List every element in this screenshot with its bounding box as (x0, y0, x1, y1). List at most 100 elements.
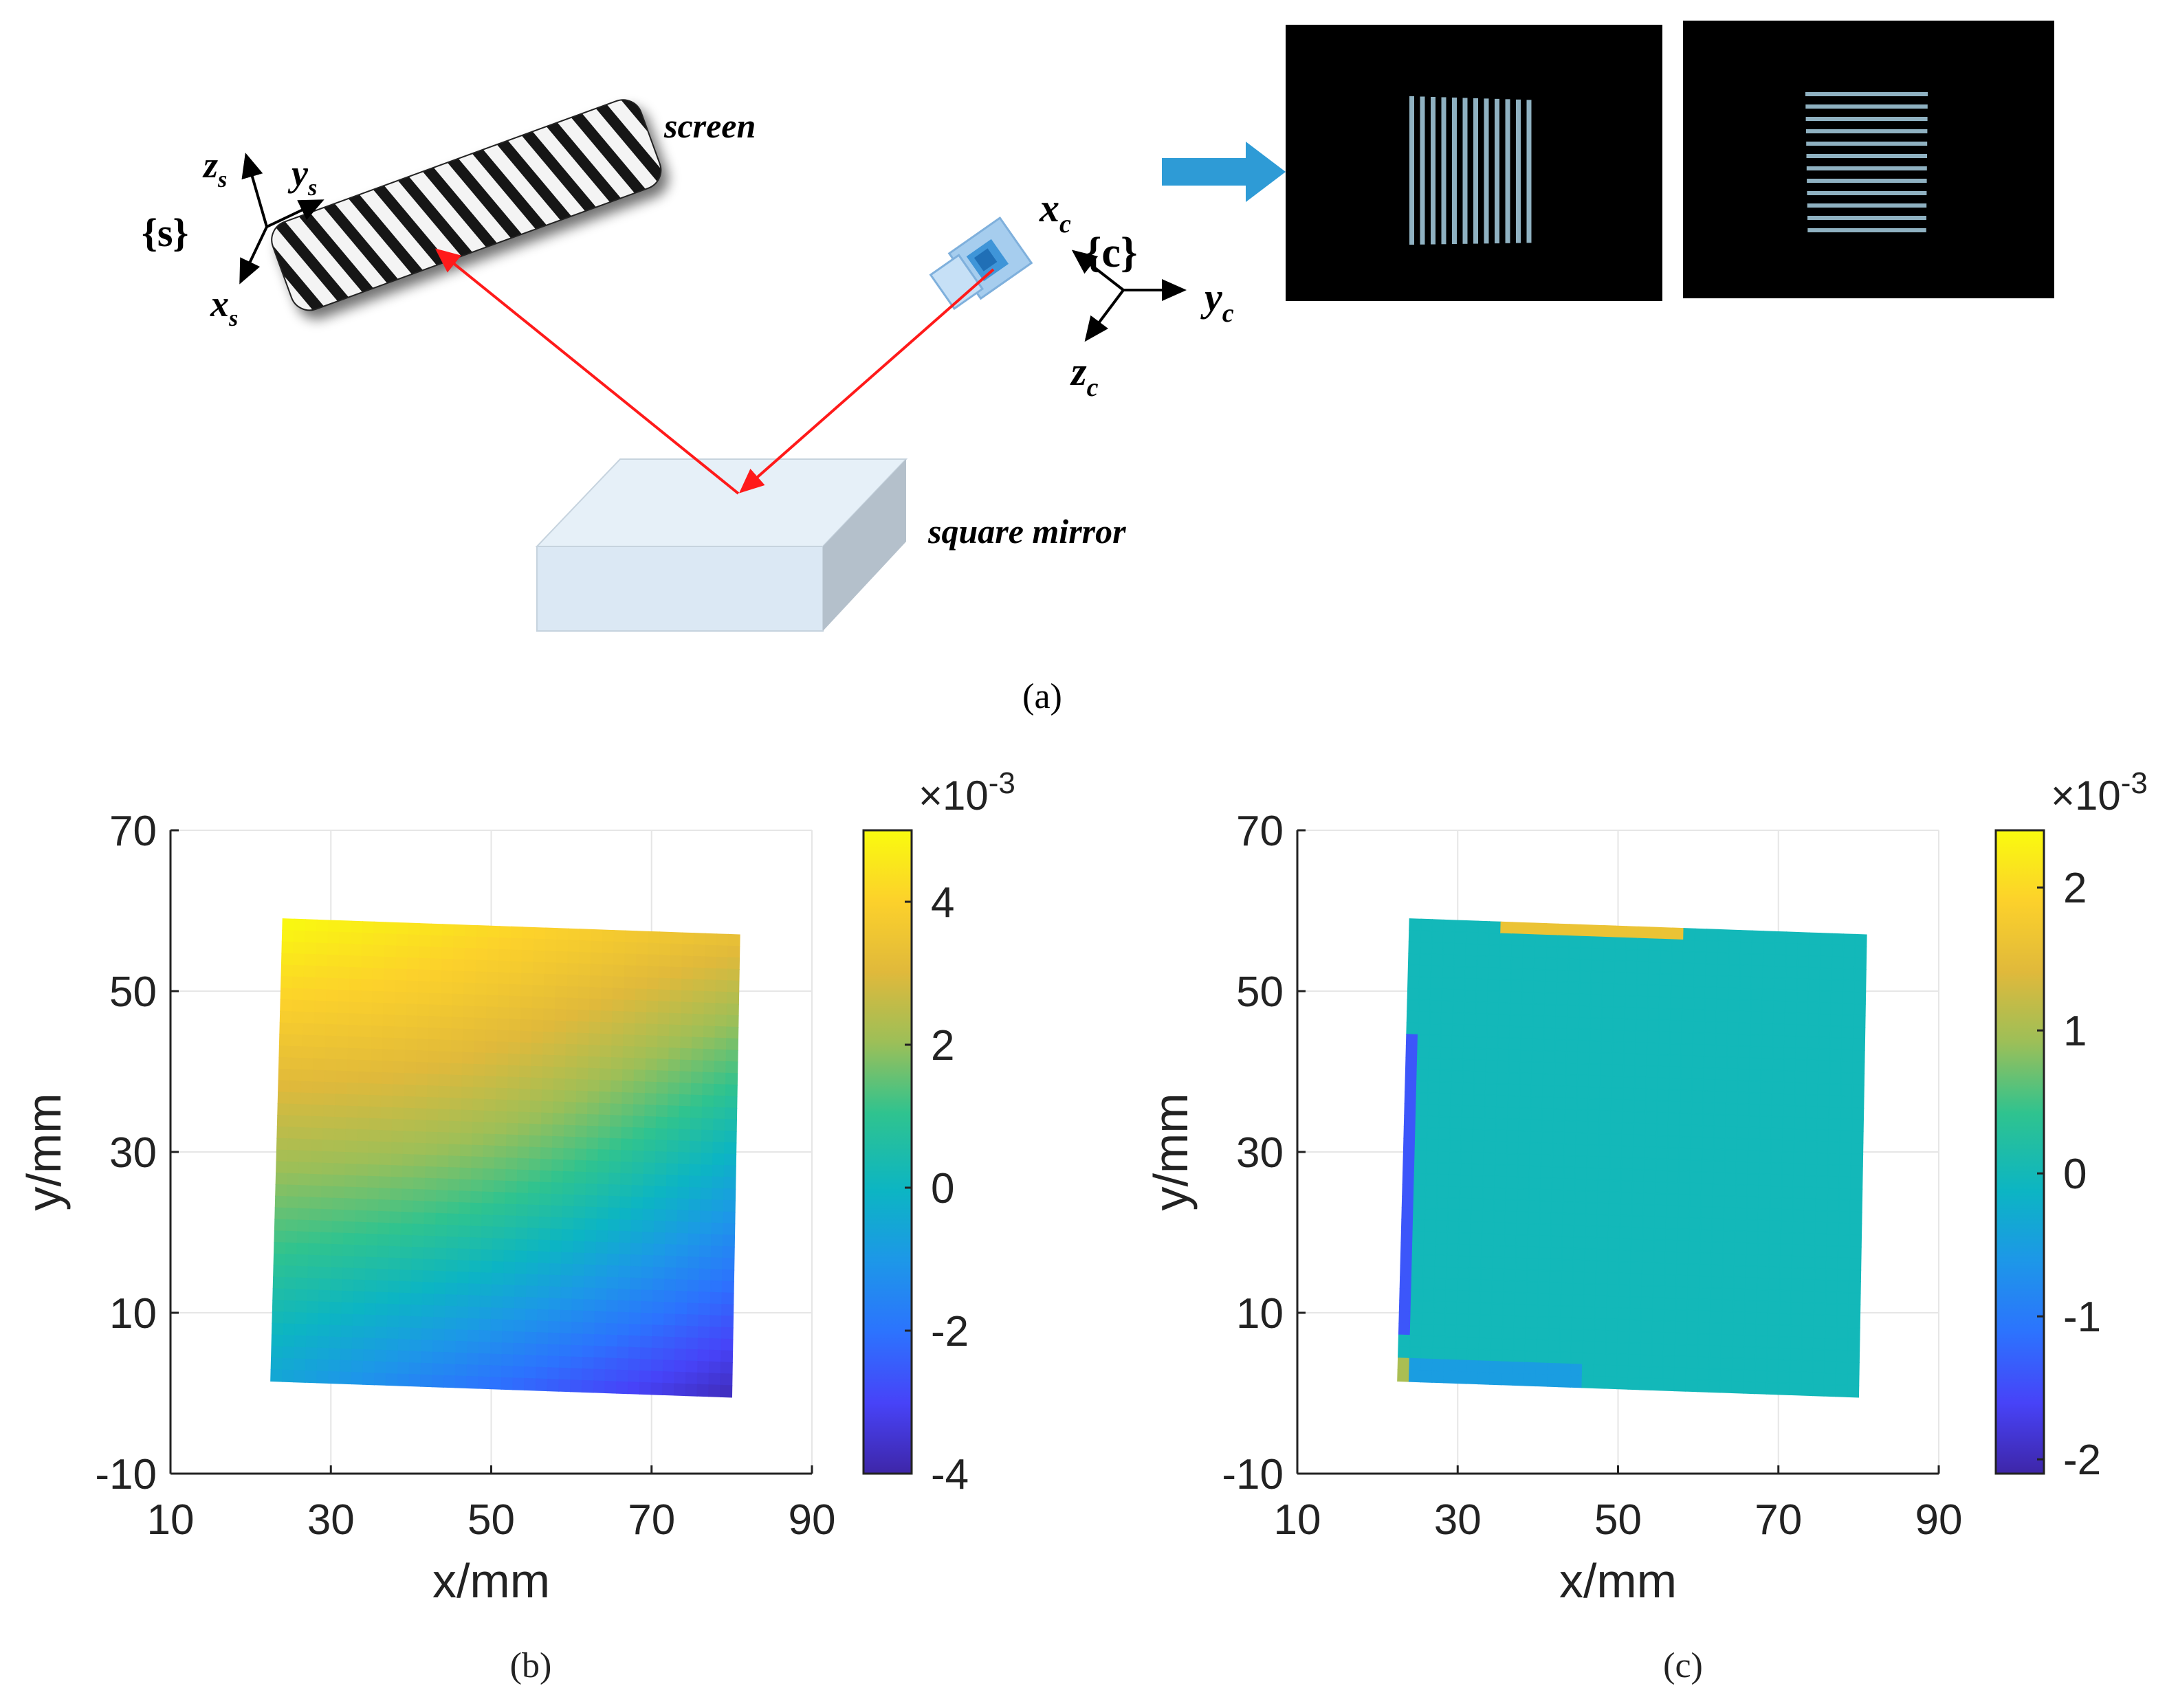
heatmap-cell (1572, 1294, 1585, 1307)
heatmap-cell (654, 1151, 668, 1164)
heatmap-cell (426, 1085, 440, 1098)
heatmap-cell (552, 1113, 565, 1126)
heatmap-cell (1446, 1255, 1459, 1268)
heatmap-cell (1628, 1354, 1641, 1367)
heatmap-cell (1824, 1349, 1837, 1362)
heatmap-cell (571, 1344, 584, 1358)
heatmap-cell (1539, 1212, 1552, 1225)
heatmap-cell (688, 1256, 701, 1269)
heatmap-cell (655, 1140, 668, 1153)
heatmap-cell (464, 936, 478, 949)
heatmap-cell (1434, 1254, 1448, 1268)
heatmap-cell (1589, 1040, 1602, 1054)
heatmap-cell (1827, 1141, 1841, 1155)
heatmap-cell (1738, 1010, 1752, 1024)
heatmap-cell (1748, 1115, 1761, 1129)
heatmap-cell (355, 1164, 369, 1177)
heatmap-cell (1466, 920, 1479, 933)
heatmap-cell (322, 1105, 336, 1118)
heatmap-cell (1716, 986, 1729, 1000)
heatmap-cell (628, 1335, 641, 1349)
heatmap-cell (702, 1083, 715, 1097)
heatmap-cell (1606, 1283, 1620, 1297)
heatmap-cell (1475, 1013, 1488, 1026)
heatmap-cell (280, 999, 293, 1012)
heatmap-cell (319, 1243, 333, 1256)
heatmap-cell (395, 945, 408, 959)
heatmap-cell (1653, 1250, 1666, 1264)
heatmap-cell (714, 1083, 727, 1097)
heatmap-cell (536, 1366, 549, 1380)
heatmap-cell (1652, 1285, 1666, 1298)
heatmap-cell (395, 991, 408, 1005)
heatmap-cell (443, 1340, 457, 1353)
heatmap-cell (448, 1178, 461, 1192)
heatmap-cell (454, 1364, 468, 1377)
heatmap-cell (470, 1179, 483, 1193)
heatmap-cell (1424, 1219, 1437, 1233)
heatmap-cell (1768, 1266, 1781, 1280)
heatmap-cell (468, 1272, 481, 1285)
heatmap-cell (322, 1128, 336, 1141)
heatmap-cell (287, 1161, 300, 1175)
heatmap-cell (669, 990, 683, 1003)
heatmap-cell (1781, 1151, 1794, 1164)
heatmap-cell (1816, 1175, 1829, 1188)
heatmap-cell (396, 922, 409, 935)
heatmap-cell (1815, 1210, 1828, 1223)
heatmap-cell (1628, 1342, 1641, 1355)
heatmap-cell (369, 1083, 382, 1096)
heatmap-cell (283, 1311, 296, 1325)
heatmap-cell (392, 1107, 405, 1120)
heatmap-cell (1761, 1034, 1774, 1048)
heatmap-cell (1507, 1107, 1520, 1120)
heatmap-cell (1772, 1058, 1785, 1072)
heatmap-cell (1849, 1234, 1862, 1247)
heatmap-cell (1835, 1384, 1848, 1397)
heatmap-cell (1636, 995, 1649, 1009)
heatmap-cell (1462, 1094, 1475, 1107)
heatmap-cell (1521, 1003, 1534, 1017)
heatmap-cell (1419, 942, 1433, 955)
heatmap-cell (517, 1135, 531, 1148)
heatmap-cell (595, 1265, 608, 1278)
heatmap-cell (1511, 944, 1524, 958)
heatmap-cell (322, 1139, 336, 1153)
heatmap-cell (1489, 1360, 1503, 1374)
heatmap-cell (437, 1132, 450, 1145)
heatmap-cell (688, 1233, 701, 1247)
heatmap-cell (1530, 1084, 1543, 1098)
heatmap-cell (1717, 929, 1730, 942)
heatmap-cell (1712, 1195, 1725, 1208)
heatmap-cell (525, 1331, 538, 1345)
heatmap-cell (1634, 1065, 1647, 1078)
heatmap-cell (1495, 1106, 1508, 1120)
heatmap-cell (686, 1314, 699, 1327)
heatmap-cell (423, 1258, 436, 1272)
heatmap-cell (720, 1362, 733, 1375)
heatmap-cell (346, 1071, 360, 1084)
heatmap-cell (1772, 1069, 1785, 1083)
heatmap-cell (481, 1215, 494, 1228)
heatmap-cell (288, 1115, 301, 1129)
heatmap-cell (636, 931, 649, 944)
heatmap-cell (1666, 1170, 1680, 1184)
heatmap-cell (609, 1126, 622, 1140)
heatmap-cell (383, 991, 396, 1004)
heatmap-cell (528, 1181, 541, 1195)
heatmap-cell (1540, 1154, 1554, 1168)
heatmap-cell (704, 956, 717, 970)
heatmap-cell (1486, 1001, 1499, 1015)
heatmap-cell (1633, 1111, 1647, 1124)
heatmap-cell (428, 1039, 441, 1052)
heatmap-cell (1748, 1103, 1761, 1117)
heatmap-cell (668, 1070, 681, 1084)
heatmap-cell (1699, 1264, 1712, 1277)
heatmap-cell (1622, 1099, 1635, 1113)
heatmap-cell (290, 1045, 303, 1059)
heatmap-cell (1758, 1173, 1771, 1187)
heatmap-cell (668, 1058, 681, 1072)
heatmap-cell (1633, 1122, 1646, 1136)
heatmap-cell (503, 1261, 516, 1275)
heatmap-cell (1529, 1131, 1543, 1144)
